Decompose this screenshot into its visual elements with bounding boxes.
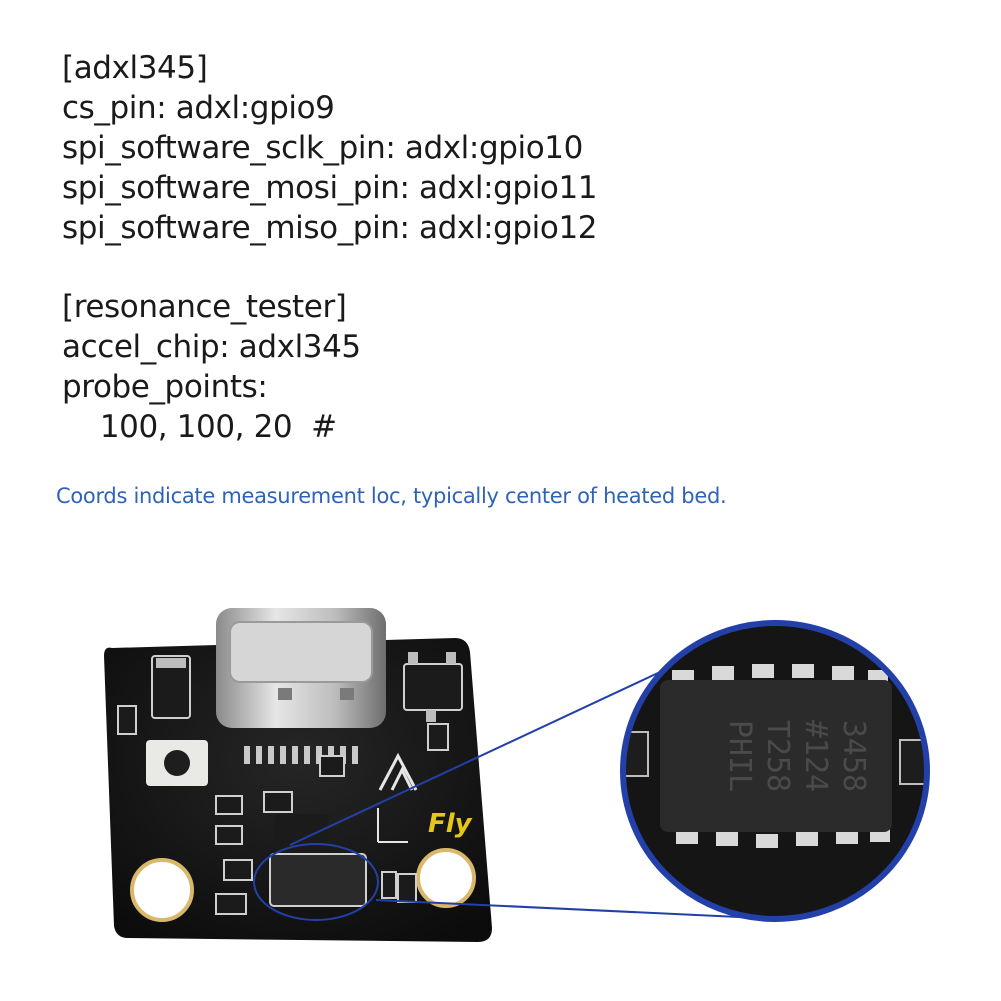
resonance-section-header: [resonance_tester] — [62, 289, 347, 325]
axis-marking-icon — [377, 808, 408, 843]
adxl-section-header: [adxl345] — [62, 50, 208, 86]
accel-chip-line: accel_chip: adxl345 — [62, 329, 361, 365]
magnifier-ring — [620, 620, 930, 922]
config-code-block: [adxl345] cs_pin: adxl:gpio9 spi_softwar… — [62, 48, 597, 447]
measurement-note: Coords indicate measurement loc, typical… — [56, 484, 727, 508]
callout-line — [289, 657, 691, 846]
chip-marking-line-3: T258 — [760, 720, 795, 792]
blank-line — [62, 248, 597, 287]
mosi-pin-line: spi_software_mosi_pin: adxl:gpio11 — [62, 170, 598, 206]
adxl345-chip-icon — [269, 853, 367, 907]
sclk-pin-line: spi_software_sclk_pin: adxl:gpio10 — [62, 130, 583, 166]
mounting-hole-icon — [130, 858, 194, 922]
chip-marking-line-2: #124 — [798, 720, 833, 792]
magnified-chip-view: 3458 #124 T258 PHIL — [623, 623, 927, 919]
probe-values-line: 100, 100, 20 # — [62, 409, 337, 445]
pcb-board: Fly — [104, 608, 492, 942]
mounting-hole-icon — [416, 848, 476, 908]
callout-line — [375, 899, 761, 919]
chip-marking-line-4: PHIL — [722, 720, 757, 792]
brand-label: Fly — [428, 809, 473, 839]
miso-pin-line: spi_software_miso_pin: adxl:gpio12 — [62, 210, 598, 246]
probe-points-line: probe_points: — [62, 369, 268, 405]
chip-callout-circle — [253, 843, 379, 921]
board-photo: Fly 3458 #124 T258 PHIL — [104, 608, 930, 942]
cs-pin-line: cs_pin: adxl:gpio9 — [62, 90, 335, 126]
maker-logo-icon — [378, 752, 418, 791]
chip-marking-line-1: 3458 — [836, 720, 871, 792]
